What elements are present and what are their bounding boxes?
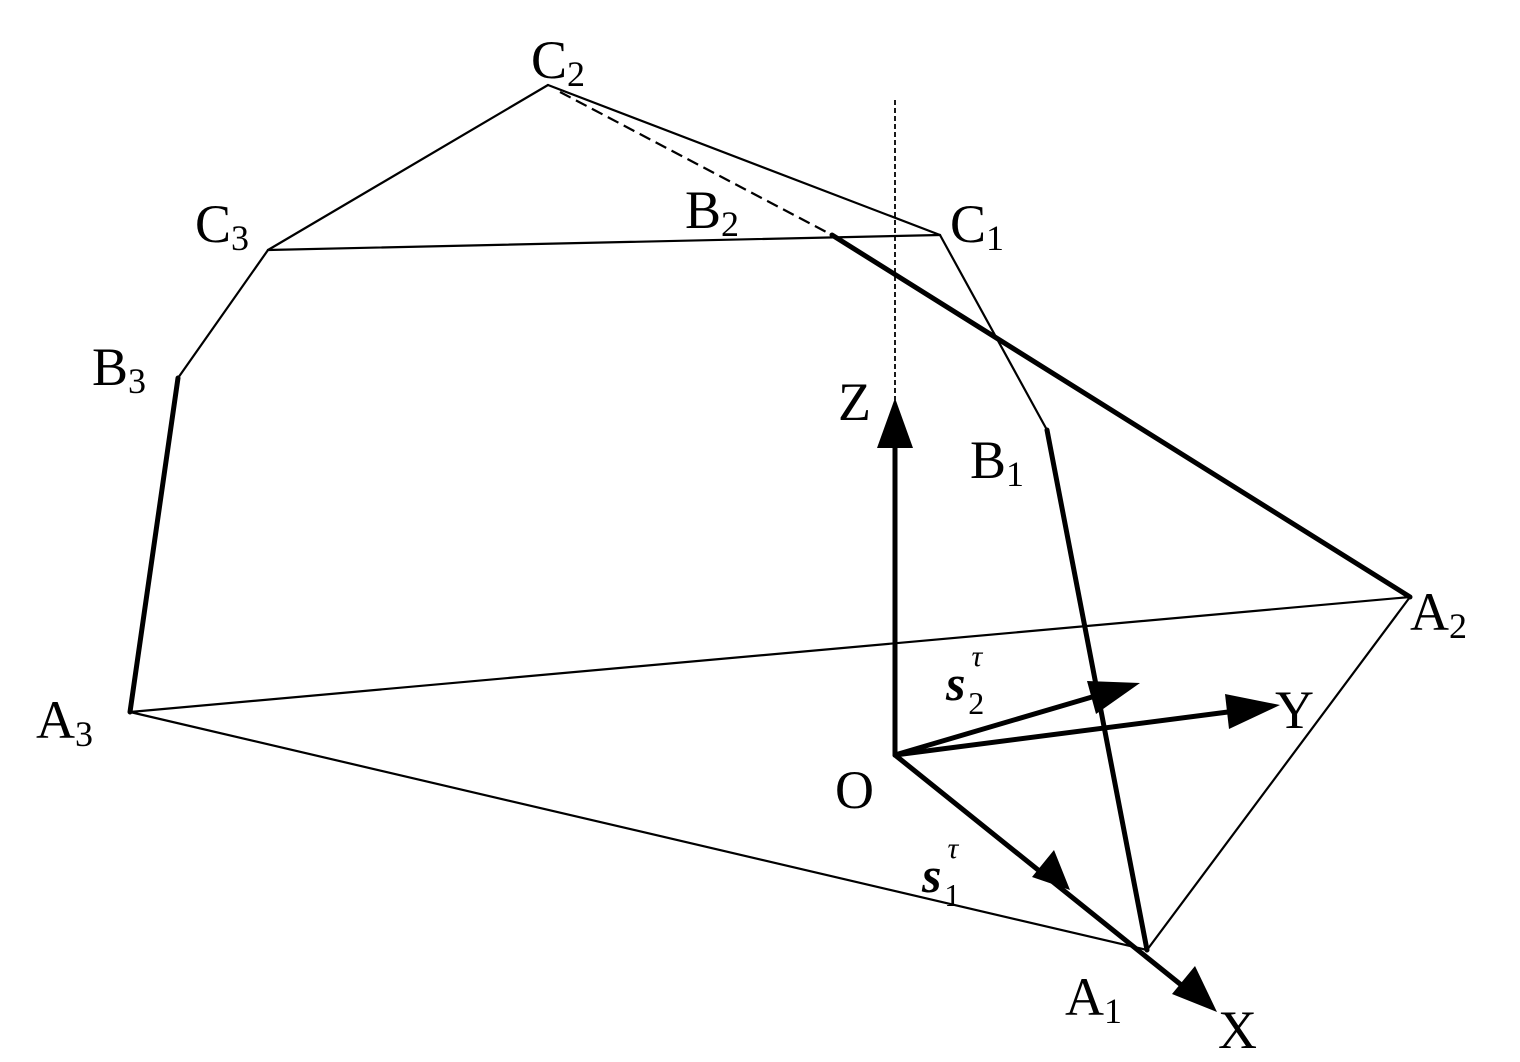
- y-axis: [892, 709, 1231, 758]
- y-axis-arrowhead: [1225, 694, 1280, 729]
- leg-2: [829, 232, 1413, 600]
- label-origin: O: [835, 760, 874, 820]
- edge-a3-a2: [128, 595, 1412, 714]
- label-b1: B1: [970, 430, 1024, 494]
- label-z-axis: Z: [838, 372, 871, 432]
- label-a2: A2: [1410, 582, 1467, 646]
- label-c2: C2: [531, 30, 585, 94]
- z-axis-arrowhead: [877, 398, 913, 448]
- label-y-axis: Y: [1275, 680, 1314, 740]
- base-platform: [128, 595, 1412, 952]
- label-a3: A3: [36, 690, 93, 754]
- s2-arrowhead: [1087, 681, 1140, 714]
- coordinate-frame: [877, 398, 1280, 1012]
- edge-c2-c1: [546, 83, 942, 237]
- link-c3-b3: [176, 248, 270, 380]
- edge-a2-a1: [1145, 595, 1412, 952]
- label-a1: A1: [1065, 967, 1122, 1031]
- edge-c3-c1: [266, 233, 942, 252]
- label-b2: B2: [685, 180, 739, 244]
- s1-arrowhead: [1032, 850, 1070, 890]
- edge-a3-a1: [128, 710, 1149, 952]
- label-c1: C1: [950, 194, 1004, 258]
- label-c3: C3: [195, 194, 249, 258]
- top-platform: [266, 83, 942, 252]
- label-b3: B3: [92, 337, 146, 401]
- hidden-edge-c2-b2: [559, 91, 833, 236]
- leg-3: [127, 248, 270, 715]
- edge-c3-c2: [266, 83, 550, 252]
- link-b2-a2: [829, 232, 1413, 600]
- link-b3-a3: [127, 375, 181, 715]
- leg-1: [938, 233, 1150, 953]
- link-c1-b1: [938, 233, 1049, 432]
- label-x-axis: X: [1218, 1000, 1257, 1060]
- s2-vector: [892, 694, 1095, 758]
- x-axis-arrowhead: [1172, 966, 1217, 1012]
